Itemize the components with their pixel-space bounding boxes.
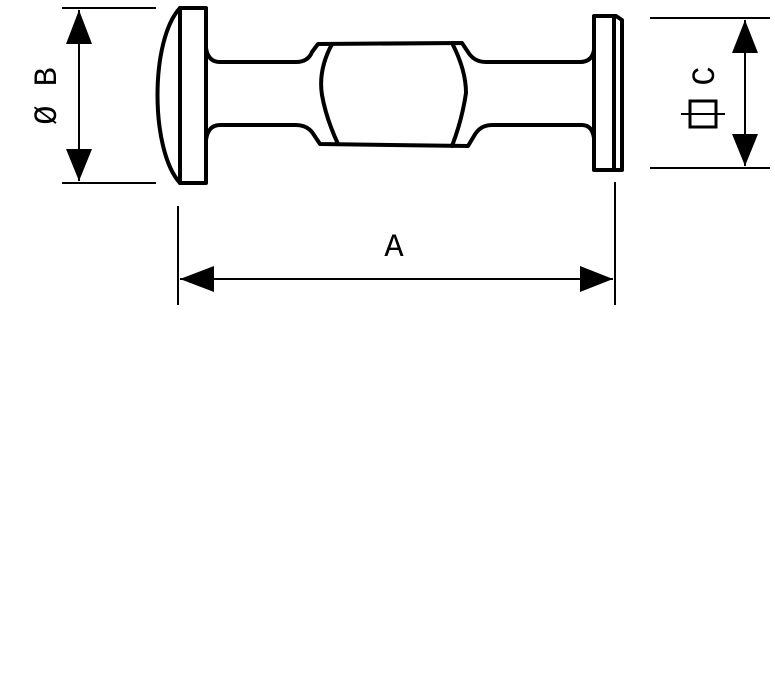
hex-section-right [450, 41, 468, 148]
dimension-a-label: A [384, 229, 404, 266]
arrow-right-icon [580, 266, 613, 292]
dimension-c-label: C [687, 66, 724, 85]
right-flange [592, 14, 624, 172]
arrow-up-icon [66, 10, 92, 44]
dimension-a: A [177, 182, 616, 305]
dimension-b: Ø B [29, 7, 156, 184]
arrow-left-icon [180, 266, 214, 292]
part-outline [155, 6, 624, 185]
dimension-c: C [650, 17, 770, 169]
square-section-icon [681, 99, 725, 129]
body-lower-profile [204, 123, 596, 148]
arrow-up-icon [732, 20, 758, 53]
arrow-down-icon [732, 134, 758, 166]
dimension-b-label: Ø B [29, 67, 66, 125]
hex-section [319, 42, 340, 146]
arrow-down-icon [66, 149, 92, 181]
body-upper-profile [204, 41, 596, 64]
